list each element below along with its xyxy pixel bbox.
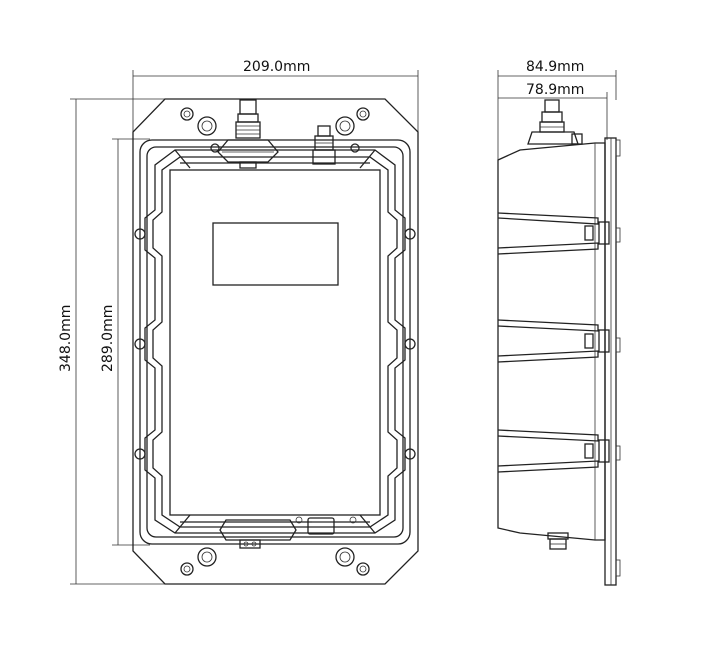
inner-height-dimension-label: 289.0mm — [100, 305, 116, 372]
label-window — [212, 222, 339, 286]
top-small-connector — [312, 125, 336, 165]
lid-face — [169, 169, 381, 516]
depth-dimension-label: 84.9mm — [526, 59, 584, 75]
side-flange — [604, 137, 617, 586]
enclosure-inner-wall — [144, 149, 406, 534]
side-body — [497, 142, 606, 541]
bottom-gland-connector — [219, 519, 297, 549]
dimension-lines — [70, 70, 617, 585]
bottom-small-connector — [295, 516, 357, 535]
mounting-holes — [134, 107, 416, 576]
side-view — [497, 99, 621, 586]
side-bottom-connector — [547, 532, 569, 550]
total-height-dimension-label: 348.0mm — [58, 305, 74, 372]
front-view — [132, 98, 419, 585]
mounting-plate — [132, 98, 419, 585]
body-depth-dimension-label: 78.9mm — [526, 82, 584, 98]
width-dimension-label: 209.0mm — [243, 59, 310, 75]
side-ribs — [497, 212, 599, 473]
top-antenna-connector — [217, 99, 279, 169]
enclosure-frame — [139, 139, 411, 545]
side-top-antenna — [527, 99, 583, 145]
